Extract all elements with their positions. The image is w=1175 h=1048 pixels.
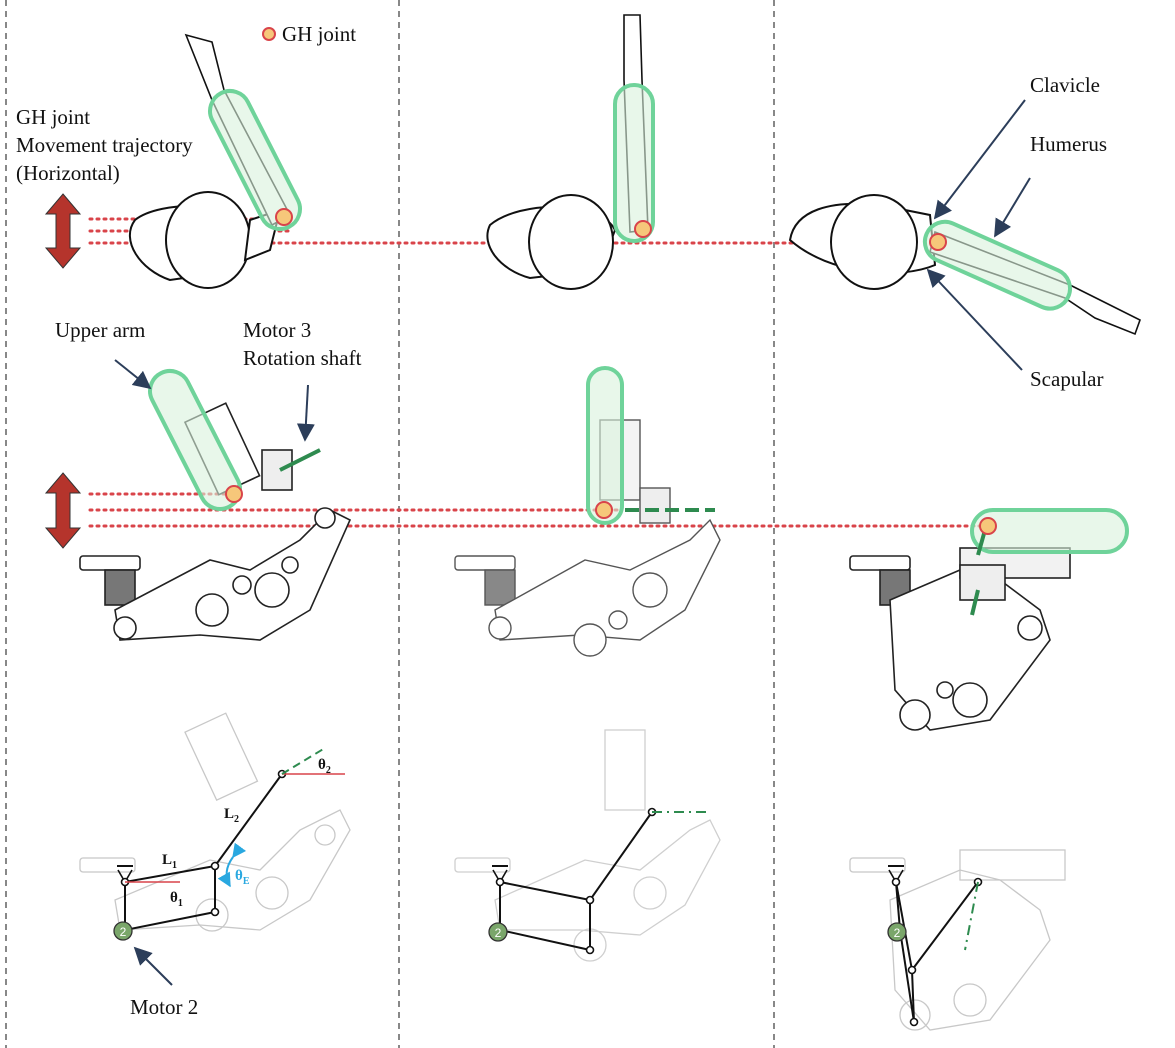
upper-arm-highlight-3 — [922, 219, 1072, 311]
upper-arm-annotation: Upper arm — [55, 318, 152, 390]
motor3-shaft-1 — [279, 448, 321, 472]
motor2-badge-1: 2 — [113, 921, 133, 941]
kinematic-linkage-1 — [117, 773, 283, 931]
motor3-shaft-3 — [970, 529, 987, 616]
legend-gh-label: GH joint — [282, 22, 356, 46]
svg-text:(Horizontal): (Horizontal) — [16, 161, 120, 185]
kinematic-joints-1 — [120, 769, 287, 917]
scapular-label: Scapular — [1030, 367, 1103, 391]
upper-arm-highlight-mech-2 — [586, 366, 624, 525]
upper-arm-highlight-2 — [613, 83, 655, 243]
humerus-label: Humerus — [1030, 132, 1107, 156]
exoskeleton-mechanism-3 — [849, 547, 1071, 731]
legend-gh-joint: GH joint — [262, 22, 356, 46]
head-top-view-2 — [486, 194, 617, 290]
svg-text:Motor 2: Motor 2 — [130, 995, 198, 1019]
vertical-range-arrow-top — [44, 193, 82, 269]
svg-text:GH joint: GH joint — [16, 105, 90, 129]
gh-joint-marker-top — [275, 208, 947, 251]
label-L1: L1 — [162, 852, 177, 871]
upper-arm-highlight-mech-1 — [148, 368, 242, 512]
motor2-badge-3: 2 — [887, 922, 907, 942]
gh-trajectory-label: GH joint Movement trajectory (Horizontal… — [16, 105, 193, 185]
upper-arm-highlight-mech-3 — [970, 508, 1129, 554]
motor2-annotation: Motor 2 — [130, 946, 198, 1019]
ghost-mechanism-bottom-3 — [849, 849, 1066, 1031]
svg-text:Upper arm: Upper arm — [55, 318, 145, 342]
label-L2: L2 — [224, 806, 239, 825]
svg-text:Rotation shaft: Rotation shaft — [243, 346, 362, 370]
clavicle-label: Clavicle — [1030, 73, 1100, 97]
head-top-view-1 — [129, 191, 282, 289]
head-top-view-3 — [788, 194, 937, 290]
angle-reference-lines-1 — [125, 747, 345, 888]
kinematic-linkage-3 — [888, 865, 979, 1023]
vertical-range-arrow-middle — [44, 472, 82, 549]
svg-text:2: 2 — [894, 926, 901, 940]
upper-arm-highlight-1 — [208, 88, 302, 232]
svg-text:Motor 3: Motor 3 — [243, 318, 311, 342]
gh-joint-marker-middle — [225, 485, 997, 535]
kinematic-joints-2 — [495, 807, 657, 955]
panel-dividers — [5, 0, 775, 1048]
ghost-mechanism-bottom-2 — [454, 729, 721, 962]
label-theta1: θ1 — [170, 890, 183, 909]
kinematic-labels-1: L1 L2 θ1 θ2 θE — [162, 757, 331, 909]
legend-gh-marker — [262, 27, 276, 41]
svg-text:2: 2 — [495, 926, 502, 940]
humerus-arrow — [994, 177, 1031, 238]
scapular-arrow — [926, 268, 1023, 371]
anatomy-labels: Clavicle Humerus Scapular — [926, 73, 1107, 391]
label-theta2: θ2 — [318, 757, 331, 776]
clavicle-arrow — [933, 99, 1026, 220]
svg-text:2: 2 — [120, 925, 127, 939]
motor3-annotation: Motor 3 Rotation shaft — [243, 318, 362, 442]
motor2-badge-2: 2 — [488, 922, 508, 942]
kinematic-linkage-2 — [492, 811, 653, 951]
label-thetaE: θE — [235, 868, 250, 887]
svg-text:Movement trajectory: Movement trajectory — [16, 133, 193, 157]
